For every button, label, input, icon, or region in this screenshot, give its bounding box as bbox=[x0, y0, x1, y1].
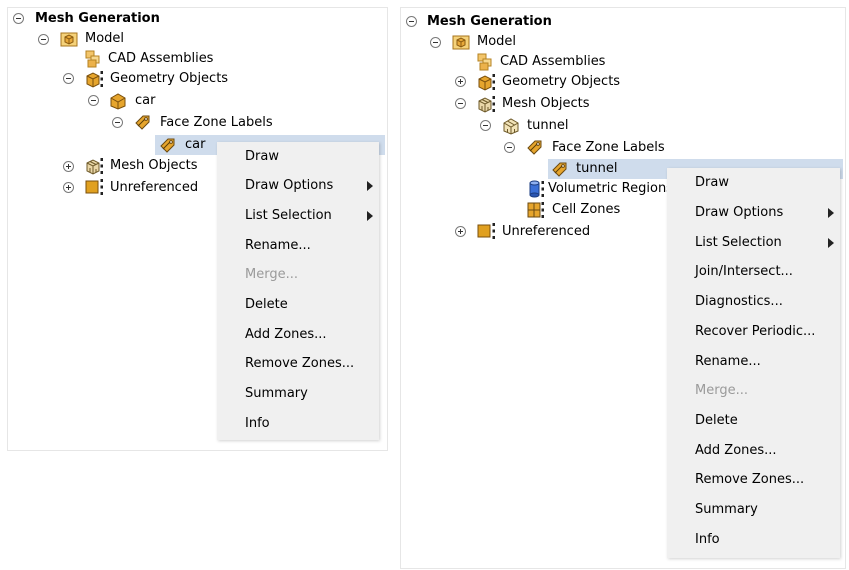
menu-item-summary[interactable]: Summary bbox=[695, 502, 758, 517]
tree-item-unreferenced[interactable]: Unreferenced bbox=[110, 180, 199, 195]
collapse-toggle-icon[interactable] bbox=[63, 73, 74, 84]
face-zone-labels-icon bbox=[134, 113, 152, 131]
collapse-toggle-icon[interactable] bbox=[112, 117, 123, 128]
unreferenced-icon bbox=[477, 222, 495, 240]
mesh-object-icon bbox=[502, 117, 520, 135]
collapse-toggle-icon[interactable] bbox=[430, 37, 441, 48]
submenu-arrow-icon bbox=[828, 238, 834, 248]
tree-item-geometry-objects[interactable]: Geometry Objects bbox=[110, 71, 229, 86]
menu-item-diagnostics[interactable]: Diagnostics... bbox=[695, 294, 783, 309]
menu-item-info[interactable]: Info bbox=[245, 416, 270, 431]
collapse-toggle-icon[interactable] bbox=[13, 13, 24, 24]
right-context-menu: Draw Draw Options List Selection Join/In… bbox=[667, 168, 840, 558]
menu-item-info[interactable]: Info bbox=[695, 532, 720, 547]
submenu-arrow-icon bbox=[367, 211, 373, 221]
tree-item-cell-zones[interactable]: Cell Zones bbox=[552, 202, 621, 217]
geometry-object-icon bbox=[109, 92, 127, 110]
unreferenced-icon bbox=[85, 178, 103, 196]
menu-item-rename[interactable]: Rename... bbox=[695, 354, 761, 369]
menu-item-add-zones[interactable]: Add Zones... bbox=[695, 443, 777, 458]
menu-item-merge: Merge... bbox=[695, 383, 748, 398]
tree-item-geometry-objects[interactable]: Geometry Objects bbox=[502, 74, 621, 89]
collapse-toggle-icon[interactable] bbox=[480, 120, 491, 131]
tree-item-tunnel-label[interactable]: tunnel bbox=[576, 161, 618, 176]
menu-item-merge: Merge... bbox=[245, 267, 298, 282]
tree-item-cad-assemblies[interactable]: CAD Assemblies bbox=[500, 54, 606, 69]
menu-item-label: List Selection bbox=[245, 208, 332, 223]
tree-item-car-label[interactable]: car bbox=[185, 137, 206, 152]
submenu-arrow-icon bbox=[828, 208, 834, 218]
tree-item-model[interactable]: Model bbox=[477, 34, 517, 49]
menu-item-delete[interactable]: Delete bbox=[245, 297, 288, 312]
left-context-menu: Draw Draw Options List Selection Rename.… bbox=[217, 142, 379, 440]
menu-item-draw-options[interactable]: Draw Options bbox=[667, 198, 840, 228]
menu-item-draw-options[interactable]: Draw Options bbox=[217, 171, 379, 201]
tree-item-model[interactable]: Model bbox=[85, 31, 125, 46]
collapse-toggle-icon[interactable] bbox=[38, 34, 49, 45]
tree-item-cad-assemblies[interactable]: CAD Assemblies bbox=[108, 51, 214, 66]
cad-assemblies-icon bbox=[84, 50, 102, 68]
menu-item-add-zones[interactable]: Add Zones... bbox=[245, 327, 327, 342]
collapse-toggle-icon[interactable] bbox=[88, 95, 99, 106]
cad-assemblies-icon bbox=[476, 53, 494, 71]
face-zone-label-icon bbox=[159, 136, 177, 154]
menu-item-rename[interactable]: Rename... bbox=[245, 238, 311, 253]
model-icon bbox=[60, 30, 78, 48]
menu-item-draw[interactable]: Draw bbox=[695, 175, 729, 190]
menu-item-label: List Selection bbox=[695, 235, 782, 250]
tree-item-mesh-objects[interactable]: Mesh Objects bbox=[502, 96, 590, 111]
collapse-toggle-icon[interactable] bbox=[504, 142, 515, 153]
menu-item-recover-periodic[interactable]: Recover Periodic... bbox=[695, 324, 816, 339]
tree-item-mesh-generation[interactable]: Mesh Generation bbox=[35, 11, 160, 26]
tree-item-face-zone-labels[interactable]: Face Zone Labels bbox=[552, 140, 665, 155]
menu-item-join-intersect[interactable]: Join/Intersect... bbox=[695, 264, 793, 279]
geometry-objects-icon bbox=[477, 73, 495, 91]
menu-item-summary[interactable]: Summary bbox=[245, 386, 308, 401]
menu-item-label: Draw Options bbox=[245, 178, 334, 193]
geometry-objects-icon bbox=[85, 70, 103, 88]
menu-item-draw[interactable]: Draw bbox=[245, 149, 279, 164]
menu-item-remove-zones[interactable]: Remove Zones... bbox=[245, 356, 355, 371]
menu-item-remove-zones[interactable]: Remove Zones... bbox=[695, 472, 805, 487]
tree-item-car[interactable]: car bbox=[135, 93, 156, 108]
tree-item-tunnel[interactable]: tunnel bbox=[527, 118, 569, 133]
collapse-toggle-icon[interactable] bbox=[406, 16, 417, 27]
volumetric-regions-icon bbox=[526, 180, 544, 198]
menu-item-label: Draw Options bbox=[695, 205, 784, 220]
cell-zones-icon bbox=[526, 201, 544, 219]
mesh-objects-icon bbox=[477, 95, 495, 113]
expand-toggle-icon[interactable] bbox=[63, 161, 74, 172]
face-zone-labels-icon bbox=[526, 138, 544, 156]
expand-toggle-icon[interactable] bbox=[455, 76, 466, 87]
expand-toggle-icon[interactable] bbox=[63, 182, 74, 193]
expand-toggle-icon[interactable] bbox=[455, 226, 466, 237]
face-zone-label-icon bbox=[551, 160, 569, 178]
menu-item-list-selection[interactable]: List Selection bbox=[217, 201, 379, 231]
tree-item-face-zone-labels[interactable]: Face Zone Labels bbox=[160, 115, 273, 130]
menu-item-list-selection[interactable]: List Selection bbox=[667, 228, 840, 258]
model-icon bbox=[452, 33, 470, 51]
tree-item-unreferenced[interactable]: Unreferenced bbox=[502, 224, 591, 239]
tree-item-volumetric-regions[interactable]: Volumetric Regions bbox=[548, 181, 673, 196]
tree-item-mesh-generation[interactable]: Mesh Generation bbox=[427, 14, 552, 29]
collapse-toggle-icon[interactable] bbox=[455, 98, 466, 109]
submenu-arrow-icon bbox=[367, 181, 373, 191]
mesh-objects-icon bbox=[85, 157, 103, 175]
tree-item-mesh-objects[interactable]: Mesh Objects bbox=[110, 158, 198, 173]
menu-item-delete[interactable]: Delete bbox=[695, 413, 738, 428]
